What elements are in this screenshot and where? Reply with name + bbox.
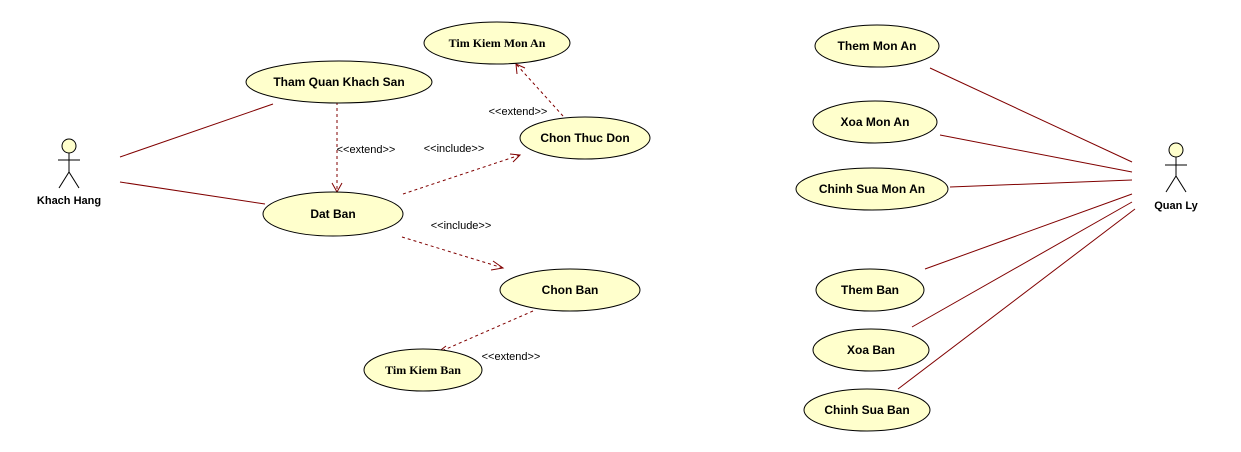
use-case-label: Them Mon An (838, 39, 917, 53)
use-case-them-ban[interactable]: Them Ban (815, 268, 925, 312)
include-dat-ban-to-chon-ban (401, 236, 505, 271)
association-quan-ly-them-ban (924, 193, 1133, 270)
include-label-thuc-don: <<include>> (424, 143, 485, 155)
use-case-label: Chinh Sua Ban (824, 403, 909, 417)
association-quan-ly-xoa-ban (911, 201, 1133, 328)
use-case-label: Xoa Ban (847, 343, 895, 357)
actor-khach-hang[interactable]: Khach Hang (37, 138, 101, 207)
use-case-label: Xoa Mon An (841, 115, 910, 129)
use-case-tham-quan-khach-san[interactable]: Tham Quan Khach San (245, 60, 433, 104)
association-quan-ly-them-mon-an (929, 67, 1133, 163)
actor-quan-ly[interactable]: Quan Ly (1154, 142, 1199, 212)
use-case-xoa-ban[interactable]: Xoa Ban (812, 328, 930, 372)
use-case-tim-kiem-mon-an[interactable]: Tim Kiem Mon An (423, 21, 571, 65)
use-case-tim-kiem-ban[interactable]: Tim Kiem Ban (363, 348, 483, 392)
use-case-label: Tim Kiem Mon An (449, 36, 546, 50)
use-case-label: Tham Quan Khach San (273, 75, 404, 89)
extend-label-tham-quan: <<extend>> (337, 144, 396, 156)
use-case-them-mon-an[interactable]: Them Mon An (814, 24, 940, 68)
include-label-chon-ban: <<include>> (431, 220, 492, 232)
use-case-label: Dat Ban (310, 207, 355, 221)
use-case-xoa-mon-an[interactable]: Xoa Mon An (812, 100, 938, 144)
use-case-chinh-sua-mon-an[interactable]: Chinh Sua Mon An (795, 167, 949, 211)
include-dat-ban-to-chon-thuc-don (402, 153, 522, 195)
actor-label: Quan Ly (1154, 200, 1198, 212)
use-case-chinh-sua-ban[interactable]: Chinh Sua Ban (803, 388, 931, 432)
association-khach-hang-dat-ban (119, 181, 266, 205)
use-case-chon-ban[interactable]: Chon Ban (499, 268, 641, 312)
association-quan-ly-chinh-sua-ban (897, 208, 1136, 390)
extend-label-tim-mon: <<extend>> (489, 106, 548, 118)
use-case-label: Chon Thuc Don (540, 131, 629, 145)
association-quan-ly-xoa-mon-an (939, 134, 1133, 173)
use-case-label: Tim Kiem Ban (385, 363, 461, 377)
extend-chon-thuc-don-to-tim-kiem-mon-an (515, 63, 564, 117)
use-case-label: Chon Ban (542, 283, 599, 297)
use-case-label: Chinh Sua Mon An (819, 182, 925, 196)
use-case-chon-thuc-don[interactable]: Chon Thuc Don (519, 116, 651, 160)
extend-chon-ban-to-tim-kiem-ban (435, 310, 534, 354)
actor-label: Khach Hang (37, 195, 101, 207)
actor-head-icon (61, 138, 77, 154)
extend-label-tim-ban: <<extend>> (482, 351, 541, 363)
use-case-label: Them Ban (841, 283, 899, 297)
association-khach-hang-tham-quan (119, 103, 274, 158)
association-quan-ly-chinh-sua-mon-an (949, 179, 1133, 188)
actor-head-icon (1168, 142, 1184, 158)
use-case-dat-ban[interactable]: Dat Ban (262, 191, 404, 237)
